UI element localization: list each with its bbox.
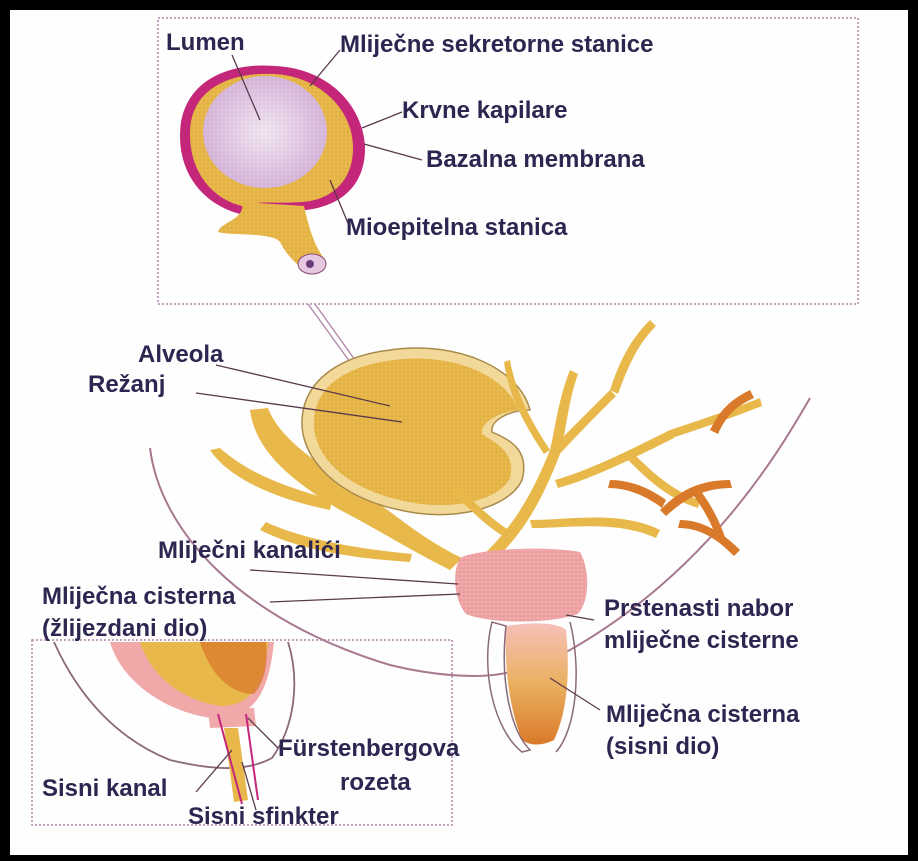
- label-teat-cistern-1: Mliječna cisterna: [606, 701, 800, 728]
- label-secretory-cells: Mliječne sekretorne stanice: [340, 31, 653, 58]
- label-teat-cistern-2: (sisni dio): [606, 733, 719, 760]
- label-lobe: Režanj: [88, 371, 165, 398]
- label-milk-ducts: Mliječni kanalići: [158, 537, 341, 564]
- label-gland-cistern-2: (žlijezdani dio): [42, 615, 207, 642]
- label-basal-membrane: Bazalna membrana: [426, 146, 645, 173]
- label-alveola: Alveola: [138, 341, 224, 368]
- label-myoepithelial-cell: Mioepitelna stanica: [346, 214, 568, 241]
- label-capillaries: Krvne kapilare: [402, 97, 567, 124]
- label-annular-fold-2: mliječne cisterne: [604, 627, 799, 654]
- label-teat-sphincter: Sisni sfinkter: [188, 803, 339, 830]
- label-gland-cistern-1: Mliječna cisterna: [42, 583, 236, 610]
- udder-anatomy-diagram: Lumen Mliječne sekretorne stanice Krvne …: [10, 10, 908, 855]
- label-teat-canal: Sisni kanal: [42, 775, 167, 802]
- label-annular-fold-1: Prstenasti nabor: [604, 595, 793, 622]
- label-rosette-1: Fürstenbergova: [278, 735, 460, 762]
- label-lumen: Lumen: [166, 29, 245, 56]
- label-rosette-2: rozeta: [340, 769, 411, 796]
- teat-canal: [224, 728, 248, 802]
- diagram-frame: Lumen Mliječne sekretorne stanice Krvne …: [10, 10, 908, 855]
